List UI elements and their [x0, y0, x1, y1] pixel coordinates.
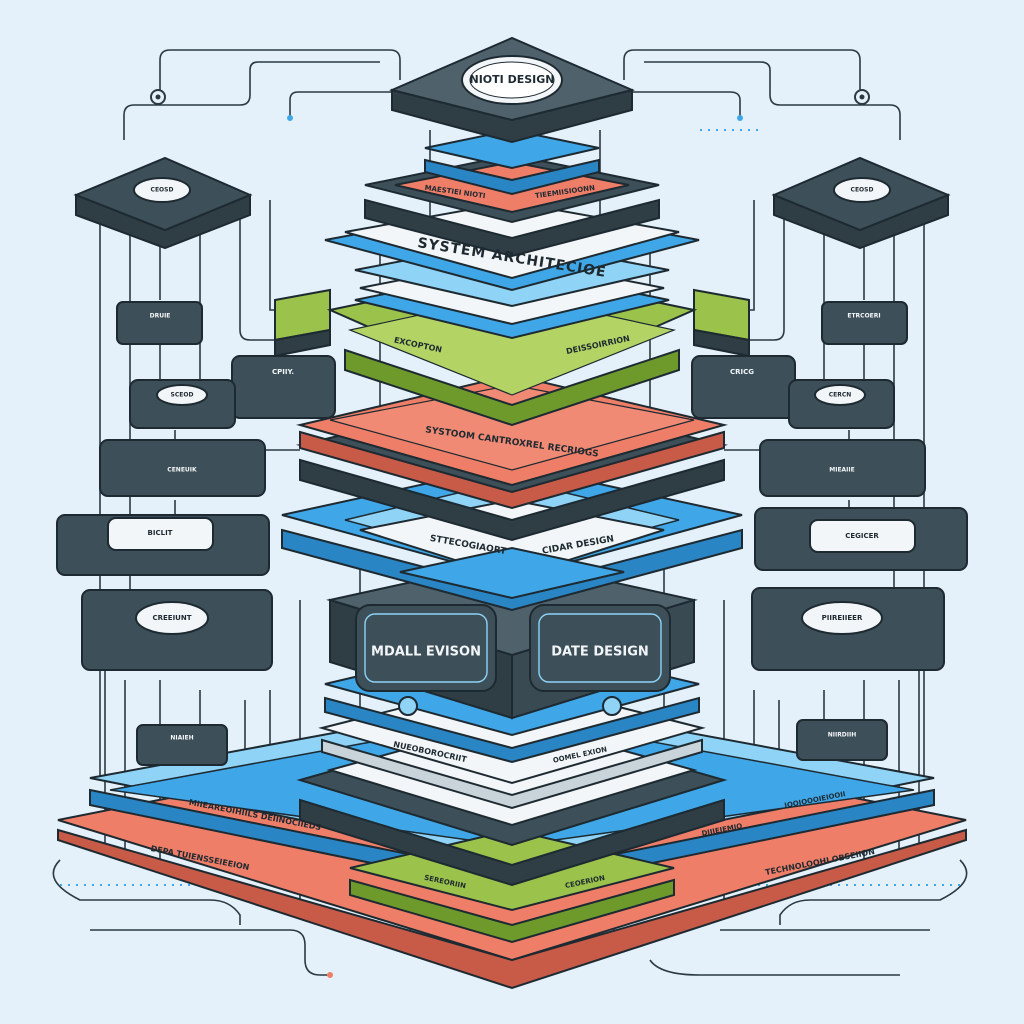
connector-line	[724, 200, 754, 310]
right-node-f-label: PIIREIIEER	[822, 614, 863, 622]
connector-line	[624, 50, 860, 97]
left-node-g-label: NIAIEH	[170, 735, 193, 742]
right-nodes	[692, 158, 967, 760]
right-node-e-label: CEGICER	[845, 532, 879, 540]
left-top-badge-label: CEOSD	[151, 187, 174, 194]
node-right-g	[797, 720, 887, 760]
connector-line	[160, 50, 400, 97]
connector-node	[399, 697, 417, 715]
left-node-a-label: DRUIE	[150, 313, 171, 320]
right-node-d-label: MIEAIIE	[829, 467, 855, 474]
terminal-dot	[287, 115, 293, 121]
left-node-e-label: BICLIT	[148, 529, 173, 537]
terminal-circle	[860, 95, 865, 100]
left-node-b-label: CPIIY.	[272, 368, 294, 376]
right-node-a-label: ETRCOERI	[847, 313, 880, 320]
right-node-b-label: CRICG	[730, 368, 754, 376]
node-right-b	[692, 356, 795, 418]
right-node-g-label: NIIRDIIH	[828, 732, 857, 739]
node-left-g	[137, 725, 227, 765]
connector-line	[270, 200, 300, 310]
terminal-dot	[737, 115, 743, 121]
connector-node	[603, 697, 621, 715]
central-stack	[275, 38, 749, 885]
terminal-circle	[156, 95, 161, 100]
top-badge-label: NIOTI DESIGN	[470, 73, 555, 86]
node-right-a	[822, 302, 907, 344]
right-top-badge-label: CEOSD	[851, 187, 874, 194]
left-nodes	[57, 158, 335, 765]
left-node-d-label: CENEUIK	[167, 467, 197, 474]
left-node-c-label: SCEOD	[171, 392, 194, 399]
connector-line	[650, 960, 900, 975]
connector-line	[90, 930, 330, 975]
core-left-label: MDALL EVISON	[371, 645, 481, 660]
terminal-dot	[327, 972, 333, 978]
node-left-b	[232, 356, 335, 418]
core-right-label: DATE DESIGN	[551, 645, 649, 660]
node-left-a	[117, 302, 202, 344]
left-node-f-label: CREEIUNT	[152, 614, 191, 622]
right-node-c-label: CERCN	[829, 392, 852, 399]
